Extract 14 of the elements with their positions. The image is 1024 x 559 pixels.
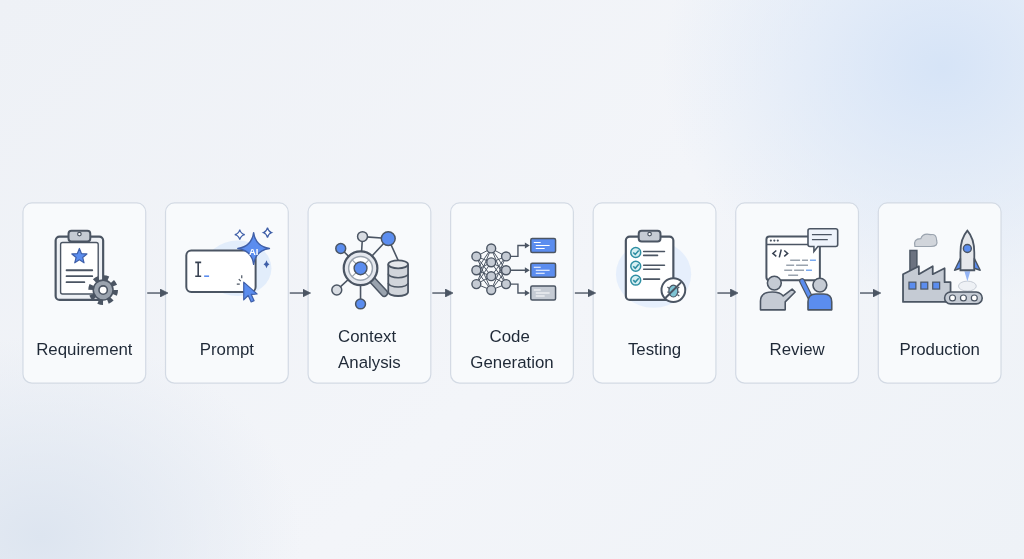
step-label: Prompt xyxy=(199,340,254,360)
arrow xyxy=(431,289,454,298)
arrow xyxy=(289,289,311,298)
arrow xyxy=(574,289,597,298)
icon-text: AI xyxy=(248,246,259,258)
step-label: Review xyxy=(769,340,825,360)
step-label: Code Generation xyxy=(470,327,554,372)
step-label: Production xyxy=(899,340,980,360)
arrow xyxy=(146,289,169,298)
step-label: Context Analysis xyxy=(338,327,401,372)
arrow xyxy=(716,289,739,298)
arrow xyxy=(859,289,882,298)
step-label: Testing xyxy=(627,340,682,360)
step-label: Requirement xyxy=(36,340,133,360)
